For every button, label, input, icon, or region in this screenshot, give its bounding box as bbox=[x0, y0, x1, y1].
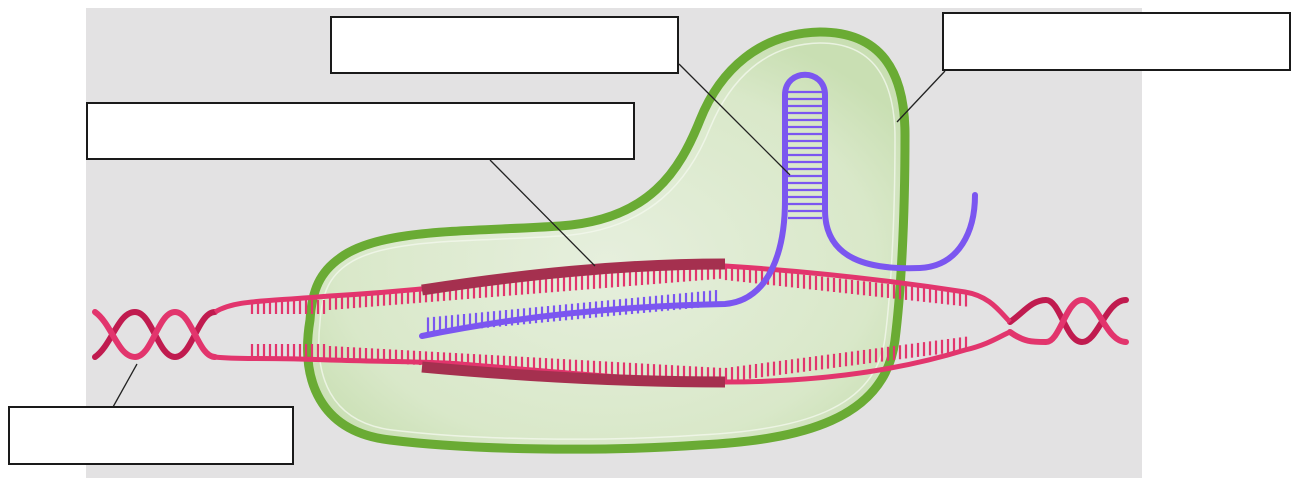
label-box-hairpin[interactable] bbox=[330, 16, 679, 74]
label-box-rna-dna-hybrid[interactable] bbox=[86, 102, 635, 160]
label-box-polymerase[interactable] bbox=[942, 12, 1291, 71]
label-box-dna[interactable] bbox=[8, 406, 294, 465]
